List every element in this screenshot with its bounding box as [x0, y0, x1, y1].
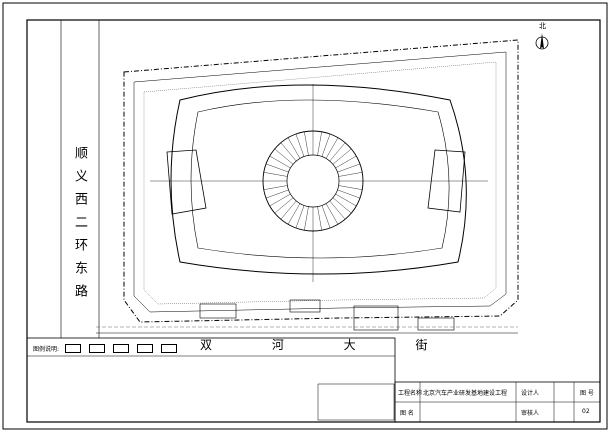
central-ring-spokes [263, 131, 363, 231]
ring-spoke [317, 206, 322, 231]
site-boundary [123, 39, 519, 323]
ring-spoke [269, 155, 291, 169]
legend-item [137, 343, 155, 353]
north-arrow-icon: 北 [530, 22, 554, 67]
ring-spoke [265, 189, 289, 199]
ring-spoke [304, 206, 309, 231]
ring-spoke [338, 185, 363, 190]
stadium-inner-bowl [190, 99, 450, 259]
ring-spoke [337, 163, 361, 173]
ring-spoke [332, 197, 352, 214]
ring-spoke [295, 133, 305, 157]
ring-spoke [280, 142, 297, 162]
inner-boundary [133, 51, 507, 313]
west-road-label: 顺义西二环东路 [72, 146, 87, 307]
south-service-building-1 [199, 303, 237, 319]
project-name: 北京汽车产业研发基地建设工程 [423, 390, 508, 397]
west-stand [166, 149, 207, 215]
ring-spoke [335, 193, 357, 207]
south-service-building-2 [289, 299, 321, 313]
ring-spoke [287, 137, 301, 159]
ring-spoke [325, 203, 339, 225]
utility-edge [143, 61, 497, 305]
sheet-no: 02 [582, 408, 590, 415]
ring-spoke [338, 172, 363, 177]
ring-spoke [295, 205, 305, 229]
ring-spoke [274, 197, 294, 214]
legend-item [65, 343, 83, 353]
ring-spoke [329, 142, 346, 162]
ring-spoke [337, 189, 361, 199]
ring-spoke [321, 205, 331, 229]
reviewer-label: 审核人 [521, 410, 540, 417]
south-service-building-3 [353, 305, 399, 331]
south-service-building-4 [417, 317, 455, 331]
legend-item [89, 343, 107, 353]
ring-spoke [287, 203, 301, 225]
ring-spoke [265, 163, 289, 173]
east-stand [427, 149, 466, 213]
ring-spoke [304, 131, 309, 156]
legend: 图例说明: [33, 341, 403, 355]
south-road-label: 双 河 大 街 [200, 338, 456, 352]
designer-label: 设计人 [521, 390, 540, 397]
project-label: 工程名称 [398, 390, 423, 397]
drawing-title-label: 图 名 [400, 410, 414, 417]
ring-spoke [335, 155, 357, 169]
company-stamp-box [317, 383, 395, 421]
ring-spoke [321, 133, 331, 157]
ring-spoke [329, 200, 346, 220]
ring-spoke [325, 137, 339, 159]
legend-item [161, 343, 179, 353]
north-label: 北 [539, 22, 546, 30]
central-ring-inner [286, 154, 340, 208]
legend-title: 图例说明: [33, 345, 60, 353]
sheet-no-label: 图 号 [580, 390, 594, 397]
ring-spoke [269, 193, 291, 207]
ring-spoke [332, 148, 352, 165]
stadium-outer-bowl [170, 84, 467, 275]
legend-frame [26, 337, 396, 423]
ring-spoke [263, 172, 288, 177]
ring-spoke [263, 185, 288, 190]
ring-spoke [280, 200, 297, 220]
ring-spoke [274, 148, 294, 165]
ring-spoke [317, 131, 322, 156]
legend-item [113, 343, 131, 353]
